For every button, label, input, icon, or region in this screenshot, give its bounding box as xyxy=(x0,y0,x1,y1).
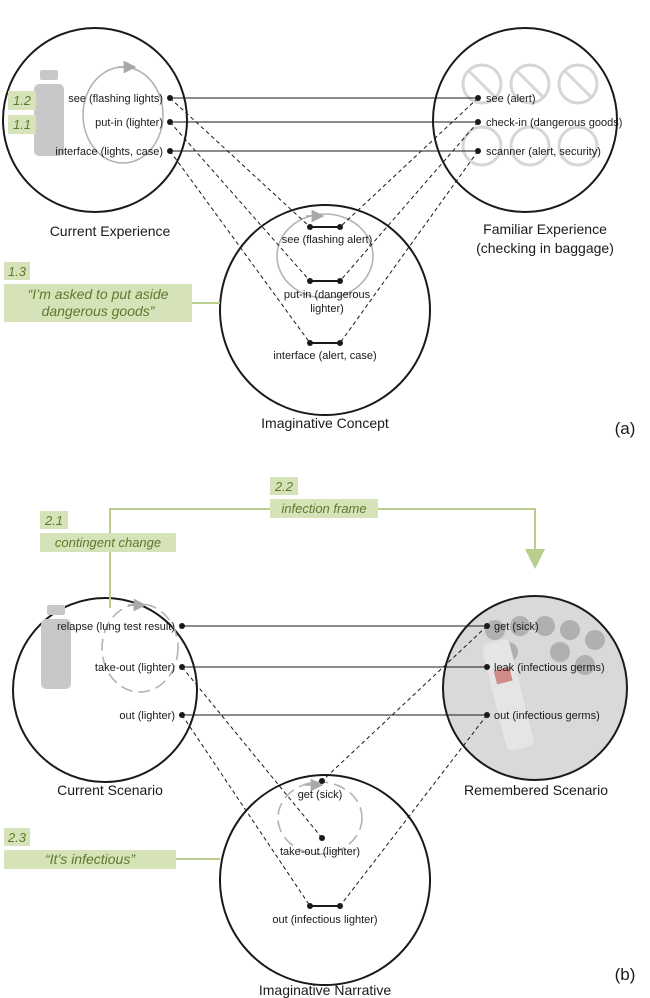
panel-a: see (flashing lights) put-in (lighter) i… xyxy=(2,27,636,438)
tag-1-1: 1.1 xyxy=(13,117,31,132)
blend-item-put-in-2: lighter) xyxy=(310,303,344,315)
imaginative-concept-space xyxy=(219,204,431,416)
tag-1-3-box xyxy=(4,262,30,280)
tag-2-3: 2.3 xyxy=(7,830,27,845)
tag-2-1-box xyxy=(40,511,68,529)
panel-b-label: (b) xyxy=(615,965,636,984)
blend-item-out: out (infectious lighter) xyxy=(272,914,377,926)
specimen-tubes-photo xyxy=(482,616,605,751)
left-item-see: see (flashing lights) xyxy=(68,93,163,105)
mapping-dots xyxy=(167,95,481,346)
security-icons xyxy=(461,63,599,167)
cross-space-mappings xyxy=(182,625,487,716)
blend-item-get: get (sick) xyxy=(298,789,343,801)
imaginative-narrative-label: Imaginative Narrative xyxy=(259,982,391,998)
lighter-icon xyxy=(34,70,64,156)
tag-1-1-box xyxy=(8,115,36,134)
current-experience-label: Current Experience xyxy=(50,223,171,239)
tag-1-2: 1.2 xyxy=(13,93,32,108)
remembered-scenario-label: Remembered Scenario xyxy=(464,782,608,798)
imaginative-narrative-space xyxy=(219,774,431,986)
right-item-check-in: check-in (dangerous goods) xyxy=(486,117,622,129)
tag-1-3: 1.3 xyxy=(8,264,27,279)
blend-projections xyxy=(181,625,488,907)
quote-2-3-box xyxy=(4,850,176,869)
quote-1-3-line2: dangerous goods” xyxy=(42,303,156,319)
contingent-change-connector xyxy=(109,508,270,608)
blend-item-interface: interface (alert, case) xyxy=(273,350,376,362)
remembered-scenario-space xyxy=(442,595,628,781)
blend-element-bars xyxy=(310,226,340,344)
left-item-put-in: put-in (lighter) xyxy=(95,117,163,129)
panel-b: relapse (lung test result) take-out (lig… xyxy=(4,477,635,998)
lighter-icon xyxy=(41,605,71,689)
cycle-arrow-center-icon xyxy=(276,213,374,299)
tag-2-2: 2.2 xyxy=(274,479,294,494)
left-item-relapse: relapse (lung test result) xyxy=(57,621,175,633)
tag-2-1: 2.1 xyxy=(44,513,63,528)
imaginative-concept-label: Imaginative Concept xyxy=(261,415,389,431)
left-item-out: out (lighter) xyxy=(119,710,175,722)
tag-1-2-box xyxy=(8,91,36,110)
cross-space-mappings xyxy=(170,97,478,152)
tag-2-1-text: contingent change xyxy=(55,535,161,550)
right-item-scanner: scanner (alert, security) xyxy=(486,146,601,158)
mapping-dots xyxy=(179,623,490,909)
quote-1-3-line1: “I’m asked to put aside xyxy=(28,286,169,302)
panel-a-label: (a) xyxy=(615,419,636,438)
left-item-take-out: take-out (lighter) xyxy=(95,662,175,674)
right-item-get: get (sick) xyxy=(494,621,539,633)
quote-1-3-box xyxy=(4,284,192,322)
cycle-arrow-dashed-icon xyxy=(101,603,179,693)
right-item-out: out (infectious germs) xyxy=(494,710,600,722)
blend-projections xyxy=(169,97,479,344)
left-item-interface: interface (lights, case) xyxy=(55,146,163,158)
tag-2-1-text-box xyxy=(40,533,176,552)
familiar-experience-label-1: Familiar Experience xyxy=(483,221,607,237)
tag-2-2-text: infection frame xyxy=(281,501,366,516)
blend-item-see: see (flashing alert) xyxy=(282,234,373,246)
current-scenario-label: Current Scenario xyxy=(57,782,163,798)
right-item-leak: leak (infectious germs) xyxy=(494,662,605,674)
right-item-see: see (alert) xyxy=(486,93,536,105)
tag-2-3-box xyxy=(4,828,30,846)
blend-item-put-in-1: put-in (dangerous xyxy=(284,289,371,301)
quote-2-3: “It’s infectious” xyxy=(45,851,136,867)
tag-2-2-box xyxy=(270,477,298,495)
infection-frame-arrow xyxy=(378,508,545,569)
blend-item-take-out: take-out (lighter) xyxy=(280,846,360,858)
familiar-experience-label-2: (checking in baggage) xyxy=(476,240,614,256)
tag-2-2-text-box xyxy=(270,499,378,518)
